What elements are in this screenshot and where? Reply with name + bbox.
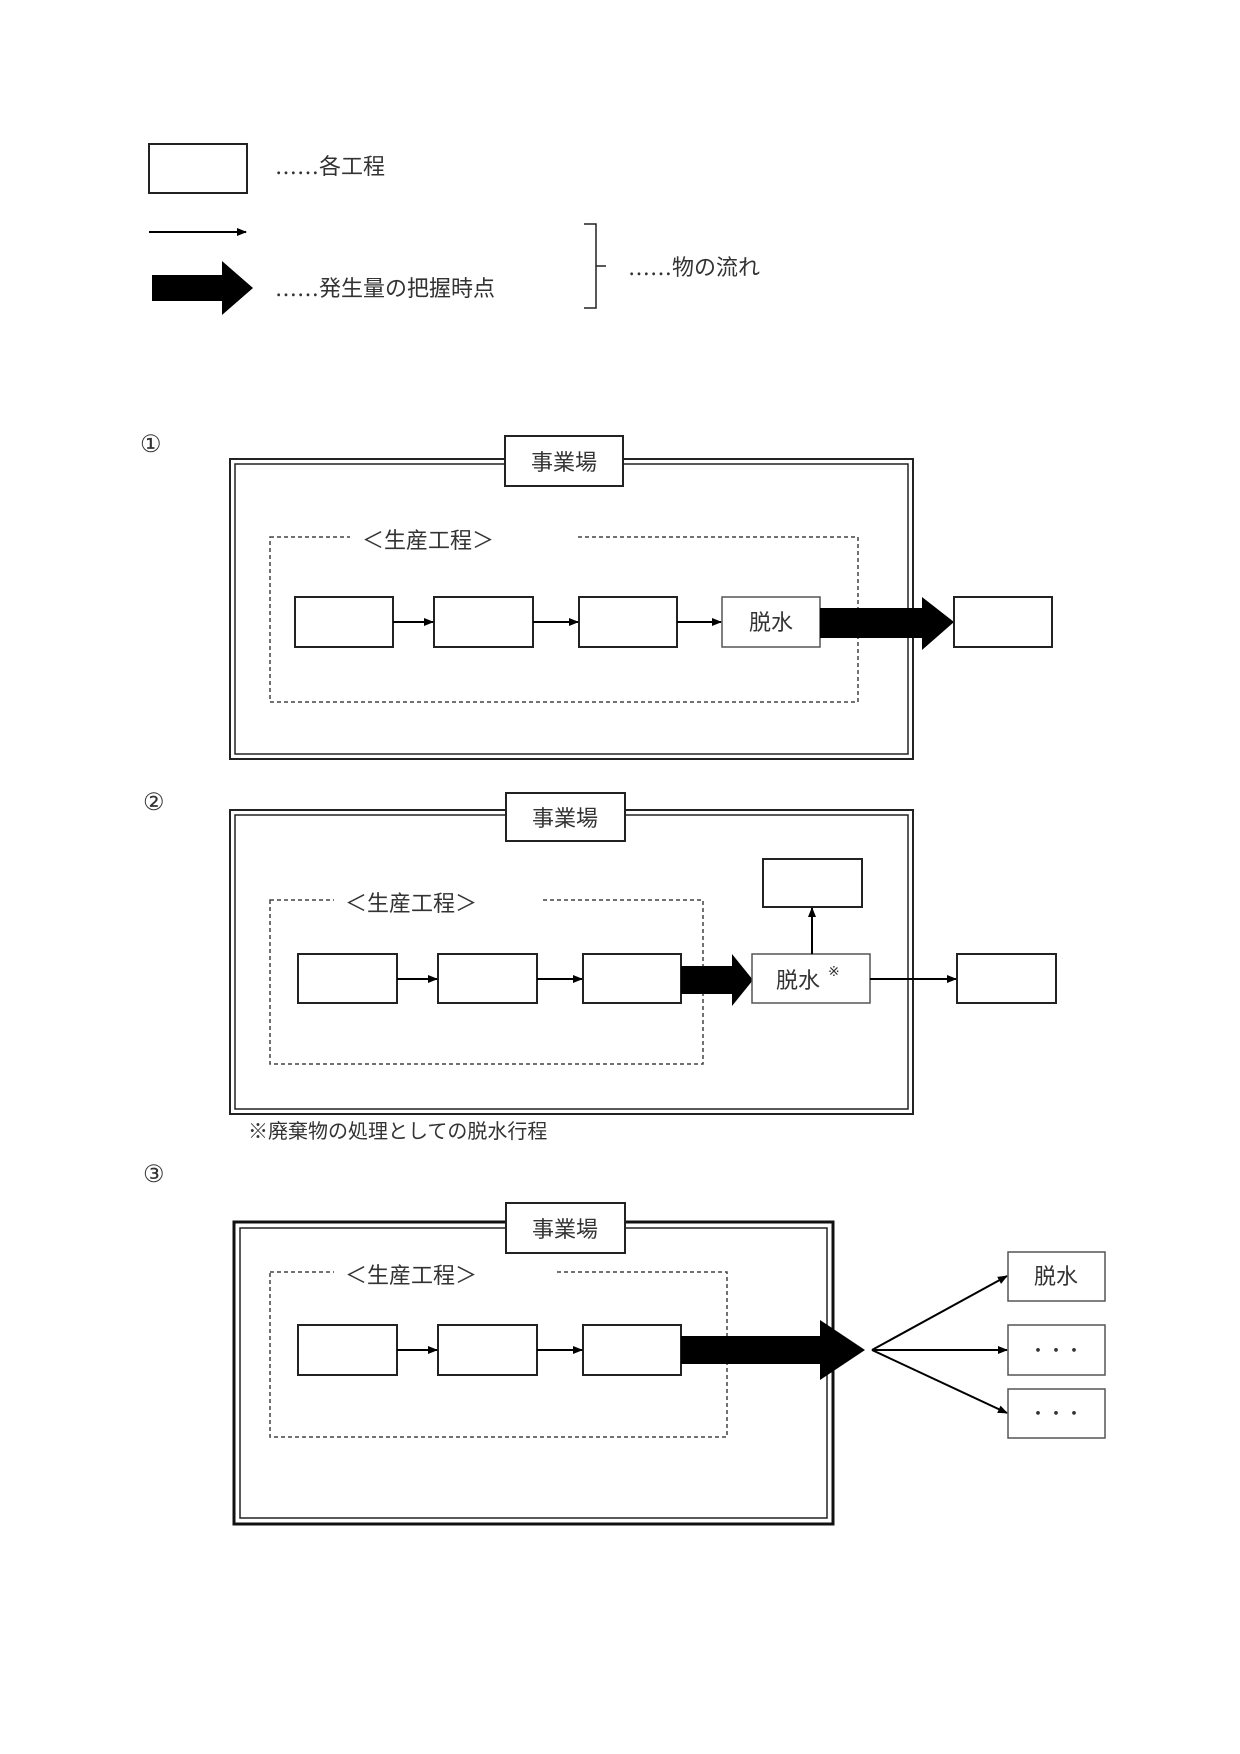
diagram-2: ② 事業場 ＜生産工程＞ 脱水 ※ ※廃棄物の処理としての脱水行程 [143, 788, 1057, 1143]
diagram-3: ③ 事業場 ＜生産工程＞ 脱水 ・・・ ・・・ [143, 1160, 1106, 1526]
production-label: ＜生産工程＞ [362, 529, 494, 554]
process-box [437, 1324, 538, 1376]
output-box [1007, 1251, 1106, 1302]
generation-point-arrow [820, 597, 954, 650]
production-label: ＜生産工程＞ [345, 1264, 477, 1289]
legend: ……各工程 ……発生量の把握時点 ……物の流れ [148, 143, 760, 315]
site-label-box [505, 792, 626, 842]
dewater-label: 脱水 [749, 611, 793, 636]
legend-brace [584, 223, 606, 309]
generation-point-arrow [681, 1320, 865, 1380]
diagram-number: ① [140, 430, 162, 458]
process-box [294, 596, 394, 648]
legend-thick-arrow-icon [152, 261, 253, 315]
process-box [578, 596, 678, 648]
output-box [1007, 1324, 1106, 1376]
output-label: ・・・ [1029, 1341, 1083, 1362]
dewater-note-mark: ※ [828, 964, 840, 980]
residue-box [762, 858, 863, 908]
destination-box [956, 953, 1057, 1004]
process-box [437, 953, 538, 1004]
site-label-box [505, 1202, 626, 1254]
site-label: 事業場 [532, 1218, 598, 1243]
production-label: ＜生産工程＞ [345, 892, 477, 917]
production-label-gap [334, 1262, 554, 1282]
legend-process-label: ……各工程 [275, 155, 385, 180]
diagram-number: ③ [143, 1160, 165, 1188]
legend-generation-label: ……発生量の把握時点 [275, 277, 495, 302]
destination-box [953, 596, 1053, 648]
footnote: ※廃棄物の処理としての脱水行程 [248, 1119, 547, 1143]
output-label: ・・・ [1029, 1404, 1083, 1425]
process-box [582, 953, 682, 1004]
site-label: 事業場 [532, 807, 598, 832]
diagram-number: ② [143, 788, 165, 816]
production-label-gap [334, 890, 540, 910]
process-box [297, 1324, 398, 1376]
process-box [582, 1324, 682, 1376]
production-label-gap [350, 527, 575, 547]
output-label: 脱水 [1034, 1265, 1078, 1290]
legend-flow-label: ……物の流れ [628, 256, 760, 281]
output-box [1007, 1388, 1106, 1439]
dewater-box [751, 953, 871, 1004]
diagram-1: ① 事業場 ＜生産工程＞ 脱水 [140, 430, 1053, 760]
dewater-label: 脱水 [776, 969, 820, 994]
legend-process-box [148, 143, 248, 194]
fan-arrow-bottom [871, 1349, 1008, 1414]
fan-arrow-top [871, 1275, 1008, 1351]
process-box [433, 596, 534, 648]
process-box [297, 953, 398, 1004]
generation-point-arrow [681, 954, 753, 1006]
site-label-box [504, 435, 624, 487]
site-label: 事業場 [531, 451, 597, 476]
dewater-box [721, 596, 821, 648]
